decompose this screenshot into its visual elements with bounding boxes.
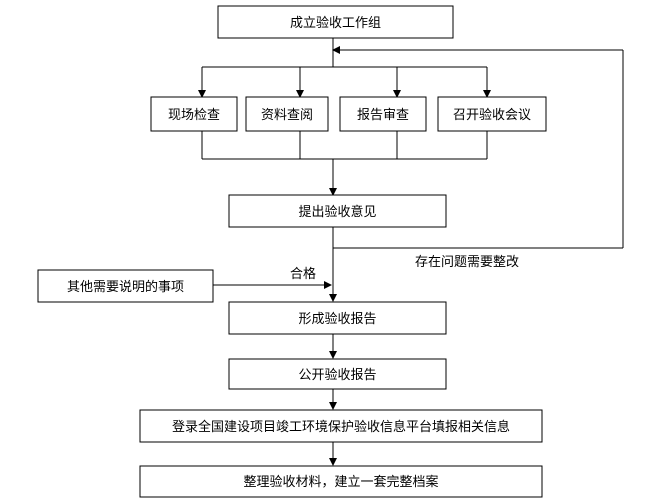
node-archive [139,465,543,498]
node-other-label: 其他需要说明的事项 [67,279,184,295]
node-report-review-label: 报告审查 [357,108,409,123]
node-other [37,269,214,303]
node-register [139,409,543,443]
node-opinion-label: 提出验收意见 [298,204,376,220]
node-form-report [228,301,447,335]
node-meeting [437,96,547,132]
node-archive-label: 整理验收材料，建立一套完整档案 [243,474,438,490]
node-team [217,5,454,39]
node-form-report-label: 形成验收报告 [298,311,376,327]
node-review-label: 资料查阅 [261,108,313,123]
node-publish-report [228,358,447,390]
node-publish-report-label: 公开验收报告 [298,367,376,383]
label-rectify: 存在问题需要整改 [415,255,519,270]
node-meeting-label: 召开验收会议 [453,107,531,123]
node-team-label: 成立验收工作组 [290,15,381,31]
node-opinion [228,194,447,228]
node-inspect-label: 现场检查 [168,108,220,123]
node-report-review [339,96,427,132]
node-register-label: 登录全国建设项目竣工环境保护验收信息平台填报相关信息 [172,419,510,435]
node-review [245,96,329,132]
label-pass: 合格 [290,266,316,282]
node-inspect [150,96,238,132]
